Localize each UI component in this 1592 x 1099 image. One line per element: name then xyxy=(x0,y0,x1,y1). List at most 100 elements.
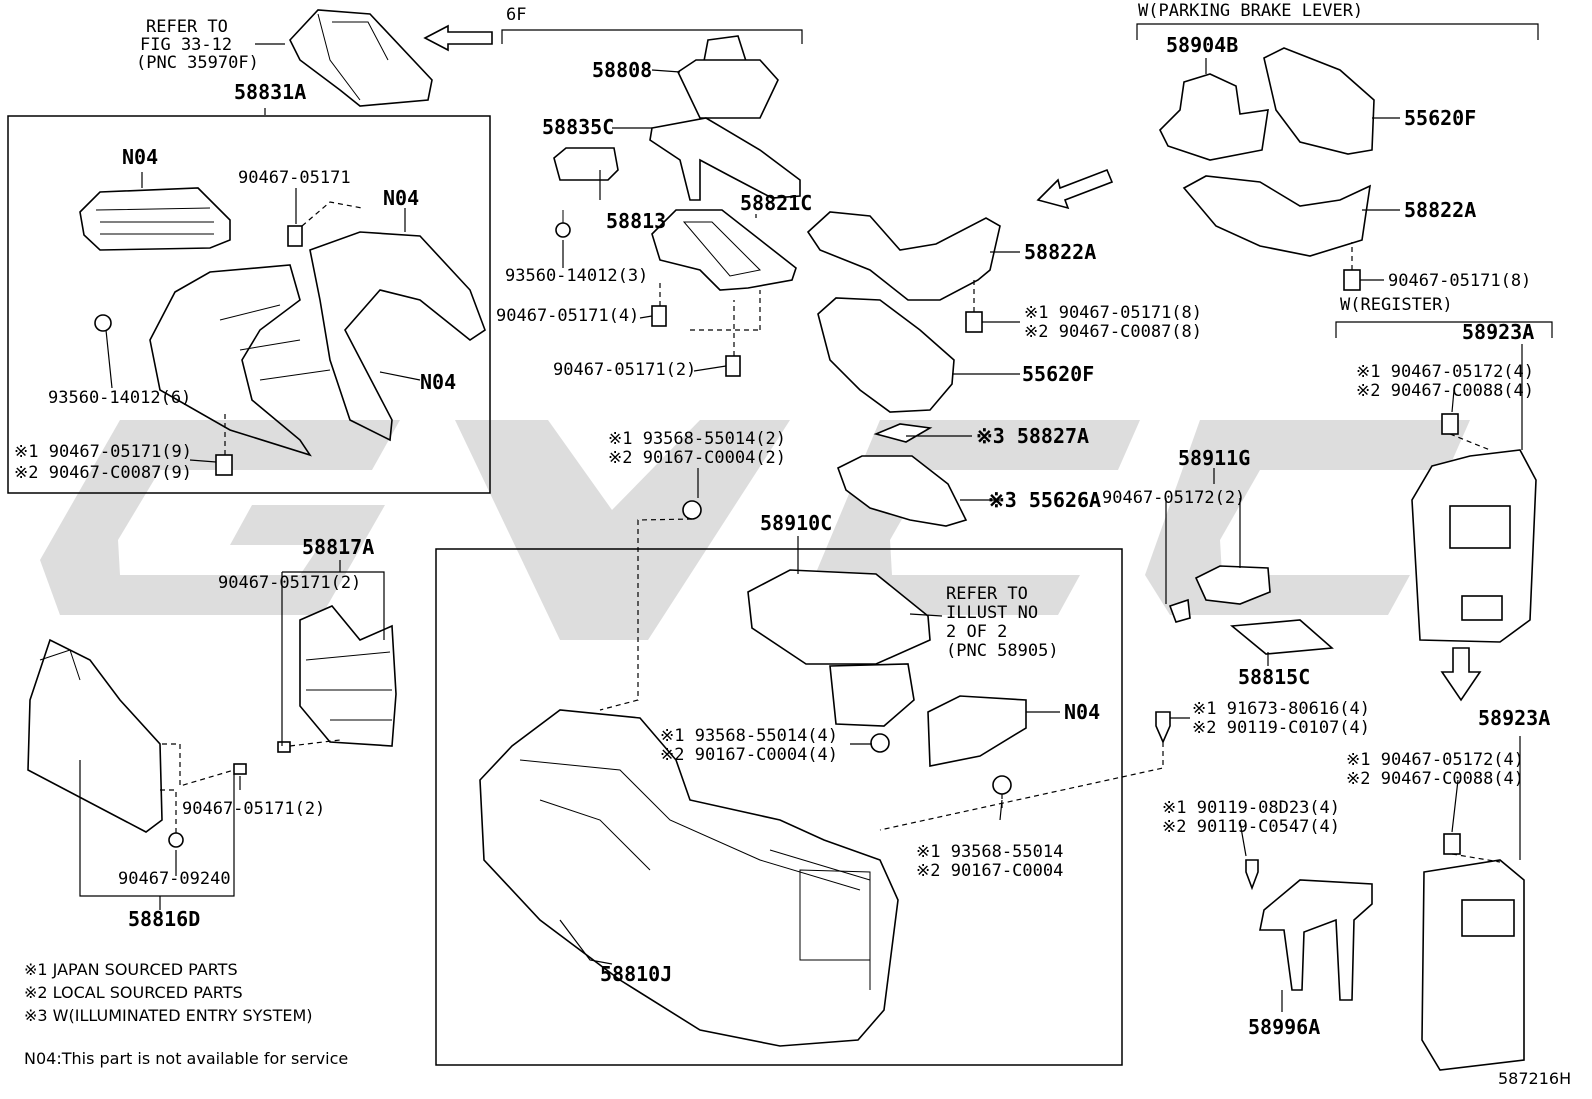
dashed-leader xyxy=(301,201,363,227)
dashed-leader xyxy=(879,742,1164,831)
part-number-label: ※2 90119-C0107(4) xyxy=(1192,718,1370,738)
part-number-label: 58996A xyxy=(1248,1015,1320,1039)
leader-line xyxy=(281,560,385,746)
clip-icon xyxy=(651,305,667,327)
console-group-box xyxy=(435,548,1123,1066)
part-number-label: 90467-05171(2) xyxy=(218,573,361,593)
side-cover-panel-part xyxy=(27,638,163,833)
part-number-label: 58808 xyxy=(592,58,652,82)
screw-icon xyxy=(870,733,890,753)
parking-console-box-part xyxy=(1263,47,1375,155)
parking-brake-boot-part xyxy=(1159,73,1269,161)
leader-line xyxy=(189,459,217,463)
leader-line xyxy=(559,919,613,965)
parking-brake-bracket xyxy=(1136,23,1539,40)
part-number-label: 58822A xyxy=(1024,240,1096,264)
lamp-part xyxy=(873,423,933,443)
bezel-ring-part xyxy=(649,117,801,201)
part-number-label: ※2 90467-C0087(8) xyxy=(1024,322,1202,342)
clip-icon xyxy=(233,763,247,775)
part-number-label: 58904B xyxy=(1166,33,1238,57)
rear-register-panel-part xyxy=(1411,449,1537,643)
switch-part xyxy=(553,147,619,181)
screw-icon xyxy=(555,222,571,238)
part-number-label: ※2 90467-C0088(4) xyxy=(1356,381,1534,401)
dashed-leader xyxy=(1451,853,1501,863)
leader-line xyxy=(1239,821,1247,857)
part-number-label: ※1 90467-05172(4) xyxy=(1346,750,1524,770)
rear-console-panel-part xyxy=(806,211,1001,301)
part-number-label: 58831A xyxy=(234,80,306,104)
screw-icon xyxy=(94,314,112,332)
part-number-label: 58923A xyxy=(1462,320,1534,344)
part-number-label: 90467-05171(8) xyxy=(1388,271,1531,291)
part-number-label: 58816D xyxy=(128,907,200,931)
dashed-leader xyxy=(1449,433,1491,451)
armrest-lid-part xyxy=(747,569,931,727)
part-number-label: ※1 93568-55014(2) xyxy=(608,429,786,449)
parking-console-panel-part xyxy=(1182,175,1372,257)
clip-icon xyxy=(1443,833,1461,855)
part-number-label: 58923A xyxy=(1478,706,1550,730)
leader-line xyxy=(379,371,421,381)
clip-icon xyxy=(725,355,741,377)
part-number-label: 55620F xyxy=(1022,362,1094,386)
part-number-label: ※2 90119-C0547(4) xyxy=(1162,817,1340,837)
group-6f-label: 6F xyxy=(506,5,526,25)
part-number-label: ※2 90167-C0004(4) xyxy=(660,745,838,765)
bolt-icon xyxy=(1155,711,1171,744)
screw-icon xyxy=(168,832,184,848)
illust-note-line: (PNC 58905) xyxy=(946,641,1059,661)
dashed-leader xyxy=(599,518,693,711)
part-number-label: 90467-05171(2) xyxy=(182,799,325,819)
side-trim-n04-part xyxy=(309,231,486,442)
register-label: W(REGISTER) xyxy=(1340,295,1453,315)
clip-icon xyxy=(277,741,291,753)
clip-icon xyxy=(1168,598,1191,623)
dashed-leader xyxy=(156,743,235,833)
part-number-label: 93560-14012(6) xyxy=(48,388,191,408)
part-number-label: ※1 90467-05172(4) xyxy=(1356,362,1534,382)
reference-note-line: (PNC 35970F) xyxy=(136,53,259,73)
leader-line xyxy=(1451,389,1455,413)
rear-console-end-part xyxy=(1421,859,1525,1071)
part-number-label: ※2 90467-C0088(4) xyxy=(1346,769,1524,789)
upper-panel-n04-part xyxy=(79,187,231,251)
cup-holder-part xyxy=(837,455,968,527)
leader-line xyxy=(1165,468,1241,604)
console-box-part xyxy=(817,297,955,413)
leader-line xyxy=(105,329,113,389)
part-number-label: 90467-05171(2) xyxy=(553,360,696,380)
parking-brake-label: W(PARKING BRAKE LEVER) xyxy=(1138,1,1363,21)
leader-line xyxy=(999,799,1003,821)
part-number-label: 58910C xyxy=(760,511,832,535)
part-number-label: ※1 91673-80616(4) xyxy=(1192,699,1370,719)
shift-lever-bezel-part xyxy=(289,9,433,107)
part-number-label: 93560-14012(3) xyxy=(505,266,648,286)
diagram-id: 587216H xyxy=(1498,1069,1571,1088)
clip-icon xyxy=(287,225,303,247)
footnote: ※2 LOCAL SOURCED PARTS xyxy=(24,983,243,1002)
part-number-label: N04 xyxy=(420,370,456,394)
clip-icon xyxy=(1343,269,1361,291)
illust-note: REFER TO ILLUST NO 2 OF 2 (PNC 58905) xyxy=(946,584,1059,661)
reference-note-line: FIG 33-12 xyxy=(140,35,232,55)
illust-note-line: REFER TO xyxy=(946,584,1028,604)
leader-line xyxy=(1451,736,1521,860)
service-note: N04:This part is not available for servi… xyxy=(24,1049,348,1068)
clip-icon xyxy=(1441,413,1459,435)
register-bracket xyxy=(1335,321,1553,338)
arrow-down-left-icon xyxy=(1036,168,1114,210)
footnote: ※1 JAPAN SOURCED PARTS xyxy=(24,960,238,979)
leader-line xyxy=(909,613,943,617)
part-number-label: N04 xyxy=(122,145,158,169)
center-console-body-part xyxy=(479,709,899,1047)
reference-note-line: REFER TO xyxy=(146,17,228,37)
screw-icon xyxy=(992,775,1012,795)
part-number-label: 90467-05171(4) xyxy=(496,306,639,326)
footnote: ※3 W(ILLUMINATED ENTRY SYSTEM) xyxy=(24,1006,313,1025)
dashed-leader xyxy=(659,280,762,356)
part-number-label: ※1 93568-55014(4) xyxy=(660,726,838,746)
